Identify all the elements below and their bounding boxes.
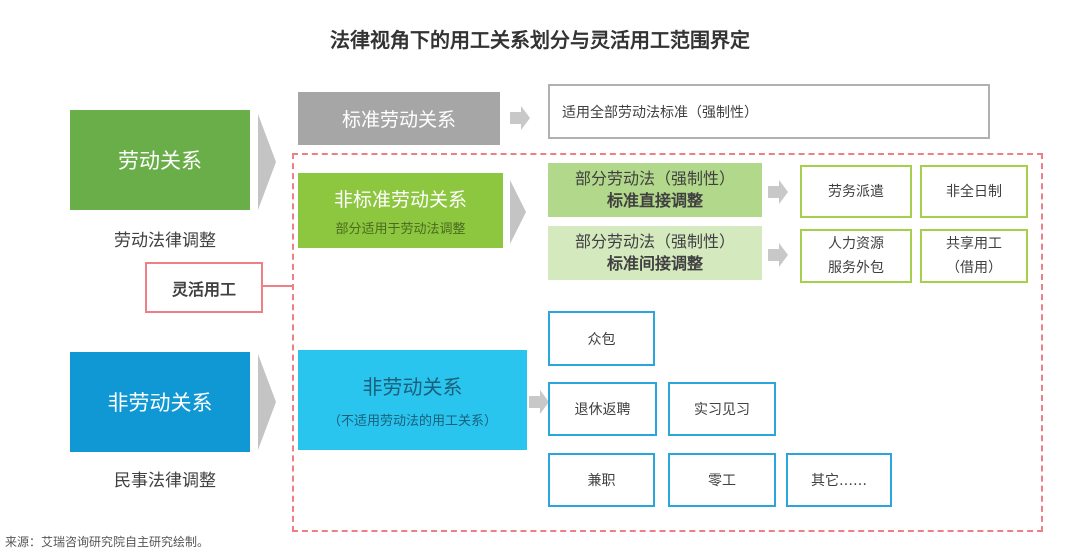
non-labor-relation-box: 非劳动关系	[70, 352, 250, 452]
part-time-box: 非全日制	[920, 165, 1028, 218]
indirect-adjust-box: 部分劳动法（强制性） 标准间接调整	[548, 226, 762, 280]
non-standard-title: 非标准劳动关系	[333, 188, 467, 211]
hr-line2: 服务外包	[828, 260, 884, 276]
shared-line1: 共享用工	[946, 236, 1002, 252]
direct-adjust-box: 部分劳动法（强制性） 标准直接调整	[548, 163, 762, 217]
civil-law-label: 民事法律调整	[114, 470, 216, 491]
arrow-right-icon	[768, 243, 788, 267]
labor-law-label: 劳动法律调整	[114, 230, 216, 251]
retiree-rehire-box: 退休返聘	[548, 382, 657, 436]
page-title: 法律视角下的用工关系划分与灵活用工范围界定	[330, 27, 750, 52]
direct-line2: 标准直接调整	[606, 191, 703, 210]
chevron-right-icon	[258, 354, 276, 450]
labor-relation-box: 劳动关系	[70, 110, 250, 210]
others-box: 其它……	[786, 453, 892, 507]
arrow-right-icon	[529, 390, 549, 414]
shared-line2: （借用）	[946, 260, 1002, 276]
non-labor-rel-box: 非劳动关系 （不适用劳动法的用工关系）	[298, 350, 527, 450]
indirect-line2: 标准间接调整	[606, 254, 703, 273]
connector-line	[263, 285, 293, 287]
side-job-box: 兼职	[548, 453, 655, 507]
non-standard-labor-box: 非标准劳动关系 部分适用于劳动法调整	[298, 173, 503, 248]
arrow-right-icon	[510, 106, 530, 130]
non-labor-rel-sub: （不适用劳动法的用工关系）	[327, 414, 497, 429]
labor-dispatch-box: 劳务派遣	[800, 165, 912, 218]
chevron-right-icon	[258, 114, 276, 210]
crowdsourcing-box: 众包	[548, 311, 655, 366]
flexible-employment-scope	[292, 153, 1043, 532]
indirect-line1: 部分劳动法（强制性）	[574, 232, 735, 251]
shared-employment-box: 共享用工 （借用）	[920, 229, 1028, 283]
non-labor-rel-title: 非劳动关系	[362, 375, 463, 399]
standard-desc-box: 适用全部劳动法标准（强制性）	[548, 84, 990, 139]
source-note: 来源：艾瑞咨询研究院自主研究绘制。	[5, 535, 210, 549]
direct-line1: 部分劳动法（强制性）	[574, 169, 735, 188]
hr-outsourcing-box: 人力资源服务外包	[800, 229, 912, 283]
non-standard-sub: 部分适用于劳动法调整	[335, 221, 466, 237]
hr-line1: 人力资源	[828, 236, 884, 252]
internship-box: 实习见习	[668, 382, 776, 436]
gig-work-box: 零工	[668, 453, 776, 507]
flexible-employment-box: 灵活用工	[145, 262, 263, 313]
chevron-right-icon	[510, 180, 526, 244]
arrow-right-icon	[768, 180, 788, 204]
standard-labor-box: 标准劳动关系	[298, 92, 500, 145]
